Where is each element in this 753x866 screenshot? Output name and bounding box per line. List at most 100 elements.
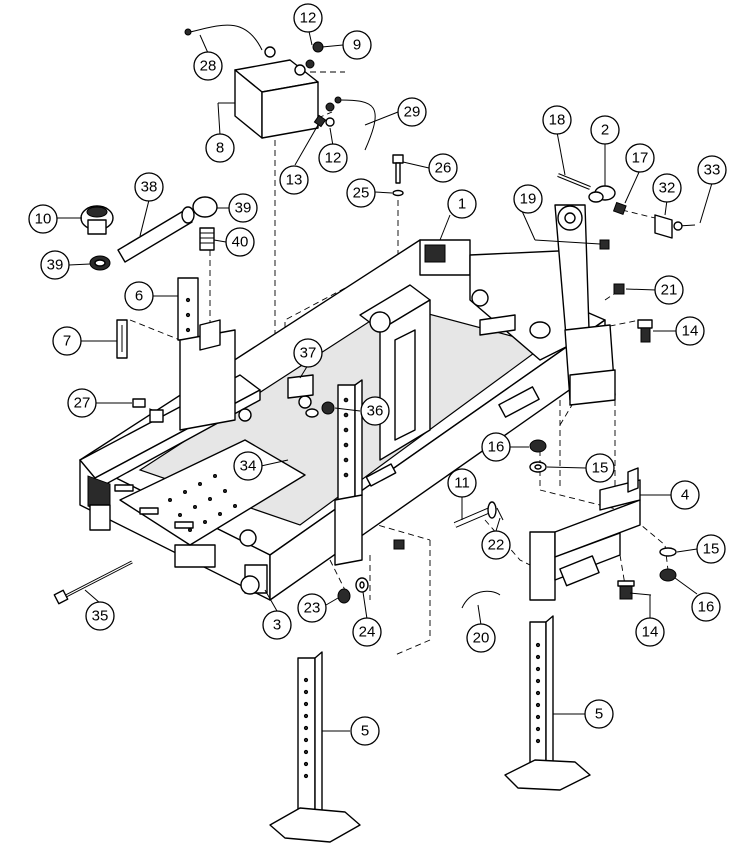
svg-text:40: 40 — [232, 234, 249, 251]
svg-text:1: 1 — [458, 196, 466, 213]
callout-leaders — [43, 26, 713, 732]
part-8-battery — [234, 46, 319, 139]
svg-text:16: 16 — [488, 439, 505, 456]
callout-2: 2 — [590, 115, 620, 145]
callouts: 12 9 28 29 8 13 12 18 2 17 33 32 26 25 3… — [28, 3, 727, 746]
svg-text:5: 5 — [361, 723, 369, 740]
callout-35: 35 — [85, 601, 115, 631]
svg-text:14: 14 — [682, 323, 699, 340]
callout-27: 27 — [67, 388, 97, 418]
callout-5: 5 — [350, 716, 380, 746]
svg-text:33: 33 — [704, 162, 721, 179]
svg-text:4: 4 — [681, 487, 689, 504]
callout-18: 18 — [542, 105, 572, 135]
svg-text:3: 3 — [273, 617, 281, 634]
callout-4: 4 — [670, 480, 700, 510]
svg-text:34: 34 — [240, 458, 257, 475]
svg-text:37: 37 — [300, 345, 317, 362]
svg-text:39: 39 — [47, 257, 64, 274]
callout-10: 10 — [28, 204, 58, 234]
callout-3: 3 — [262, 610, 292, 640]
svg-text:6: 6 — [135, 288, 143, 305]
svg-text:39: 39 — [235, 200, 252, 217]
svg-text:24: 24 — [359, 624, 376, 641]
part-4-bracket — [529, 467, 641, 601]
part-5-jack-left — [269, 651, 361, 843]
callout-36: 36 — [360, 396, 390, 426]
callout-15: 15 — [585, 453, 615, 483]
callout-1: 1 — [447, 189, 477, 219]
callout-20: 20 — [466, 623, 496, 653]
svg-text:8: 8 — [216, 140, 224, 157]
callout-16: 16 — [481, 432, 511, 462]
svg-text:28: 28 — [200, 58, 217, 75]
callout-14b: 14 — [635, 617, 665, 647]
callout-16b: 16 — [691, 592, 721, 622]
svg-text:5: 5 — [595, 706, 603, 723]
callout-8: 8 — [205, 133, 235, 163]
svg-text:26: 26 — [435, 160, 452, 177]
svg-text:16: 16 — [698, 599, 715, 616]
part-7-handle — [116, 319, 128, 359]
callout-14: 14 — [675, 316, 705, 346]
part-35-bolt — [53, 560, 133, 605]
svg-text:2: 2 — [601, 122, 609, 139]
callout-12: 12 — [293, 3, 323, 33]
svg-text:13: 13 — [286, 172, 303, 189]
fasteners — [132, 41, 696, 609]
svg-text:22: 22 — [488, 537, 505, 554]
svg-text:9: 9 — [353, 37, 361, 54]
callout-26: 26 — [428, 153, 458, 183]
callout-7: 7 — [52, 326, 82, 356]
svg-text:32: 32 — [659, 180, 676, 197]
svg-text:12: 12 — [325, 150, 342, 167]
callout-29: 29 — [397, 97, 427, 127]
callout-38: 38 — [134, 172, 164, 202]
svg-text:21: 21 — [661, 282, 678, 299]
callout-6: 6 — [124, 281, 154, 311]
svg-text:12: 12 — [300, 10, 317, 27]
callout-23: 23 — [297, 593, 327, 623]
callout-19: 19 — [513, 184, 543, 214]
svg-text:17: 17 — [632, 150, 649, 167]
svg-text:10: 10 — [35, 211, 52, 228]
svg-text:18: 18 — [549, 112, 566, 129]
svg-text:7: 7 — [63, 333, 71, 350]
callout-5b: 5 — [584, 699, 614, 729]
svg-text:15: 15 — [703, 541, 720, 558]
callout-40: 40 — [225, 227, 255, 257]
callout-39: 39 — [228, 193, 258, 223]
svg-text:27: 27 — [74, 395, 91, 412]
callout-22: 22 — [481, 530, 511, 560]
filter-assembly — [80, 196, 218, 271]
callout-33: 33 — [697, 155, 727, 185]
svg-text:25: 25 — [353, 185, 370, 202]
callout-9: 9 — [342, 30, 372, 60]
front-jack-sleeve — [334, 379, 363, 566]
part-5-jack-right — [504, 615, 591, 791]
callout-25: 25 — [346, 178, 376, 208]
callout-34: 34 — [233, 451, 263, 481]
svg-text:20: 20 — [473, 630, 490, 647]
svg-text:15: 15 — [592, 460, 609, 477]
part-6-sleeve — [177, 277, 236, 431]
cables — [184, 24, 376, 151]
svg-text:38: 38 — [141, 179, 158, 196]
callout-32: 32 — [652, 173, 682, 203]
callout-21: 21 — [654, 275, 684, 305]
callout-13: 13 — [279, 165, 309, 195]
svg-text:11: 11 — [454, 475, 470, 492]
callout-17: 17 — [625, 143, 655, 173]
callout-39b: 39 — [40, 250, 70, 280]
callout-15b: 15 — [696, 534, 726, 564]
callout-11: 11 — [447, 468, 477, 498]
svg-text:19: 19 — [520, 191, 537, 208]
callout-24: 24 — [352, 617, 382, 647]
svg-text:29: 29 — [404, 104, 421, 121]
svg-text:14: 14 — [642, 624, 659, 641]
svg-text:23: 23 — [304, 600, 321, 617]
callout-37: 37 — [293, 338, 323, 368]
svg-text:36: 36 — [367, 403, 384, 420]
